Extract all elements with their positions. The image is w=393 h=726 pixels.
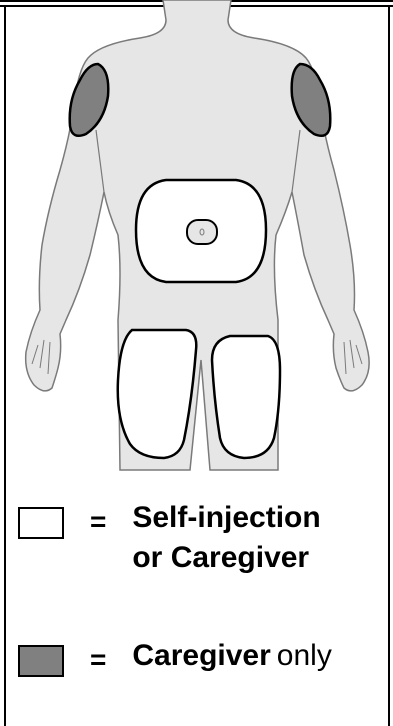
legend-caregiver-only-word: only — [277, 639, 332, 672]
self-zone-swatch — [18, 507, 64, 539]
legend-self-text: Self-injection or Caregiver — [132, 498, 320, 578]
legend-self-line2: or Caregiver — [132, 538, 320, 578]
legend-caregiver-label: Caregiver — [132, 639, 270, 672]
caregiver-zone-swatch — [18, 645, 64, 677]
legend-self-line1: Self-injection — [132, 498, 320, 538]
right-thigh-zone — [212, 336, 280, 458]
legend-self-injection: = Self-injection or Caregiver — [18, 498, 321, 578]
legend-equals-sign: = — [90, 636, 106, 684]
left-thigh-zone — [118, 330, 197, 458]
body-diagram — [0, 0, 393, 500]
legend-equals-sign: = — [90, 498, 106, 546]
navel-exclusion-zone — [187, 220, 217, 244]
